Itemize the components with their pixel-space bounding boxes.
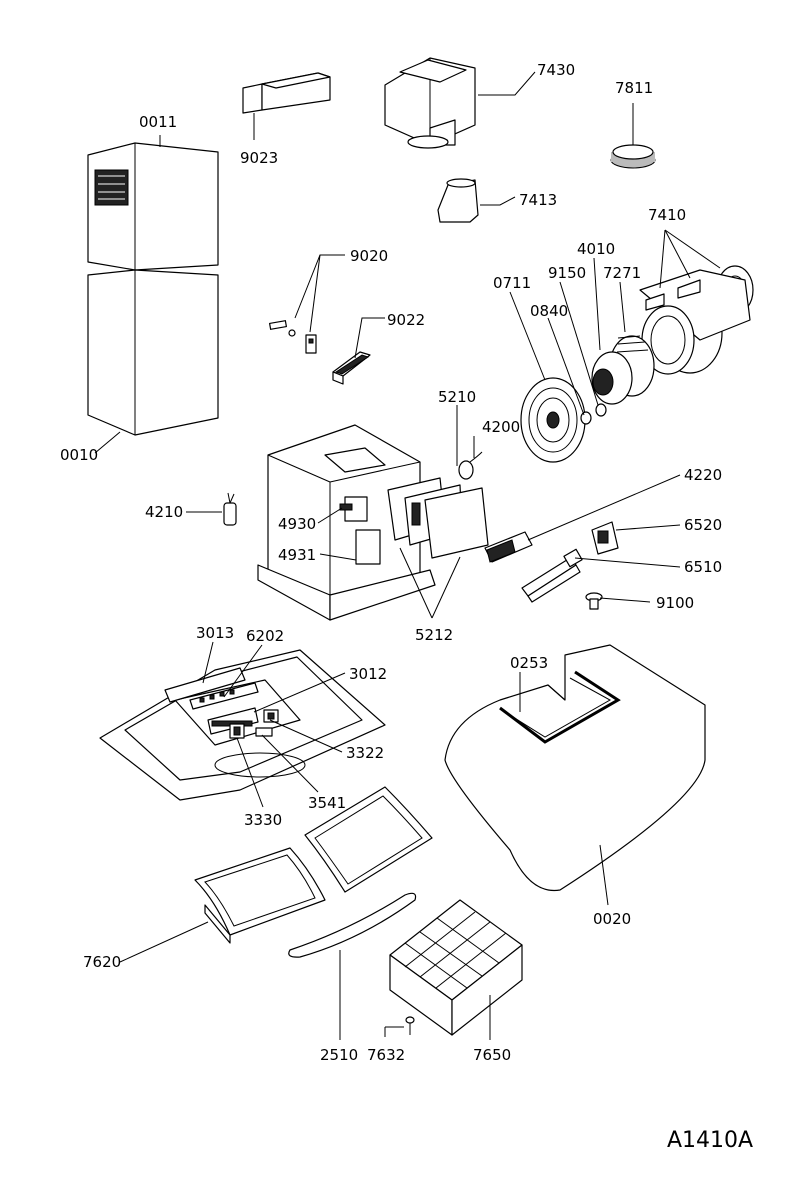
label-7811: 7811 xyxy=(615,79,653,97)
label-7413: 7413 xyxy=(519,191,557,209)
label-0010: 0010 xyxy=(60,446,98,464)
glass-0253 xyxy=(499,670,621,744)
label-2510: 2510 xyxy=(320,1046,358,1064)
label-0840: 0840 xyxy=(530,302,568,320)
label-7620: 7620 xyxy=(83,953,121,971)
label-4210: 4210 xyxy=(145,503,183,521)
label-0253: 0253 xyxy=(510,654,548,672)
clips-9020 xyxy=(269,320,317,354)
label-3541: 3541 xyxy=(308,794,346,812)
label-3012: 3012 xyxy=(349,665,387,683)
label-7650: 7650 xyxy=(473,1046,511,1064)
label-6510: 6510 xyxy=(684,558,722,576)
connector-4210 xyxy=(223,492,237,526)
chimney-lower-0010 xyxy=(87,269,219,436)
label-9023: 9023 xyxy=(240,149,278,167)
label-4010: 4010 xyxy=(577,240,615,258)
gasket-2510 xyxy=(288,892,417,958)
motor-housing-box xyxy=(257,424,436,621)
lamp-6510 xyxy=(521,548,583,603)
blower-housing-7410 xyxy=(639,265,754,375)
label-4930: 4930 xyxy=(278,515,316,533)
label-7430: 7430 xyxy=(537,61,575,79)
label-7632: 7632 xyxy=(367,1046,405,1064)
label-7271: 7271 xyxy=(603,264,641,282)
collar-7413 xyxy=(437,178,479,223)
front-panel-0020 xyxy=(444,644,706,892)
screw-7632 xyxy=(405,1016,415,1035)
grease-filter-7620 xyxy=(194,847,326,944)
control-panel-3013 xyxy=(164,667,246,703)
label-4931: 4931 xyxy=(278,546,316,564)
label-0011: 0011 xyxy=(139,113,177,131)
label-9022: 9022 xyxy=(387,311,425,329)
control-board-6202 xyxy=(189,682,259,710)
terminal-block-4220 xyxy=(484,531,533,563)
leader-lines xyxy=(94,71,721,1040)
duct-adapter-7430 xyxy=(384,57,476,149)
label-5210: 5210 xyxy=(438,388,476,406)
washer-0840 xyxy=(580,403,607,425)
rail-9022 xyxy=(332,351,371,385)
label-0020: 0020 xyxy=(593,910,631,928)
switch-3330 xyxy=(229,723,245,739)
label-6202: 6202 xyxy=(246,627,284,645)
label-7410: 7410 xyxy=(648,206,686,224)
switch-3322 xyxy=(263,709,279,723)
label-6520: 6520 xyxy=(684,516,722,534)
label-3330: 3330 xyxy=(244,811,282,829)
carbon-filter-7650 xyxy=(389,899,523,1036)
chimney-upper-0011 xyxy=(87,142,219,271)
label-0711: 0711 xyxy=(493,274,531,292)
label-3322: 3322 xyxy=(346,744,384,762)
label-3013: 3013 xyxy=(196,624,234,642)
label-4200: 4200 xyxy=(482,418,520,436)
cap-7811 xyxy=(610,144,656,169)
label-4220: 4220 xyxy=(684,466,722,484)
label-9100: 9100 xyxy=(656,594,694,612)
bracket-9023 xyxy=(242,72,331,114)
label-9150: 9150 xyxy=(548,264,586,282)
switch-4930 xyxy=(339,496,368,522)
lamp-holder-6520 xyxy=(591,521,619,555)
switch-3541 xyxy=(255,727,273,737)
label-9020: 9020 xyxy=(350,247,388,265)
part-labels: 0011 0010 9023 7430 7811 7413 9020 9022 … xyxy=(60,61,722,1064)
motor-4010 xyxy=(591,335,655,405)
pcb-5212 xyxy=(387,477,489,559)
capacitor-4200 xyxy=(458,451,483,480)
screw-9100 xyxy=(585,592,603,610)
box-4931 xyxy=(355,529,381,565)
label-5212: 5212 xyxy=(415,626,453,644)
impeller-0711 xyxy=(520,377,586,463)
grease-filter-second xyxy=(304,786,433,893)
diagram-code: A1410A xyxy=(667,1128,753,1153)
